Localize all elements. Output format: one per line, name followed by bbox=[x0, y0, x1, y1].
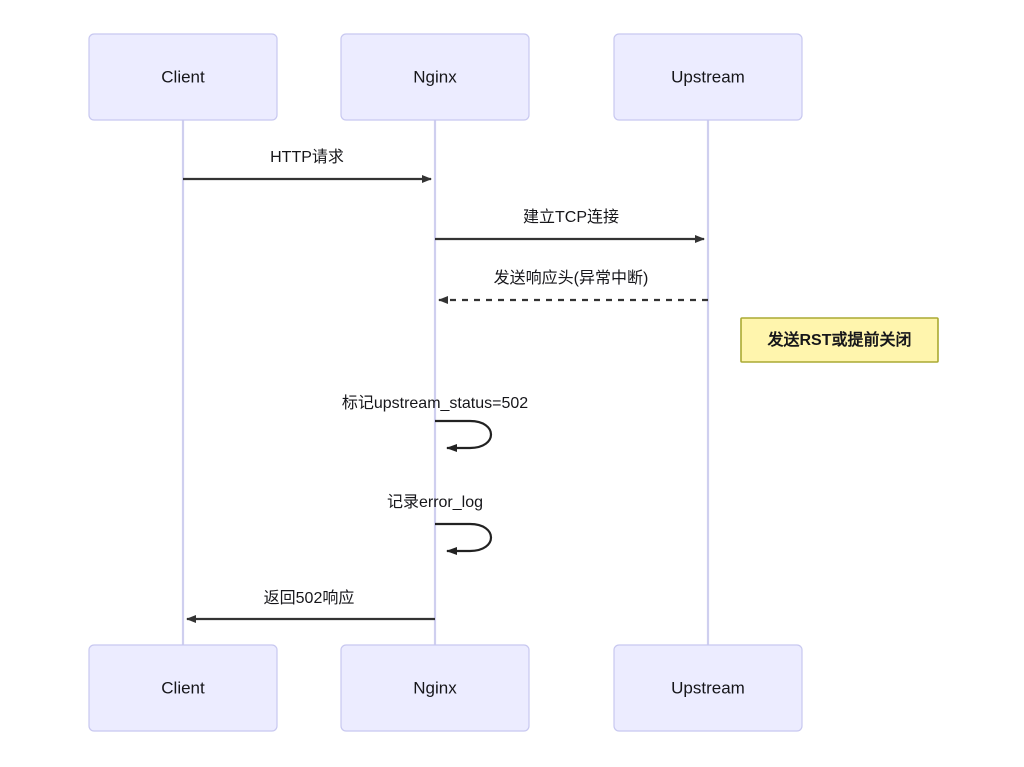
participant-label-nginx-bottom: Nginx bbox=[413, 678, 457, 697]
message-return-502[interactable]: 返回502响应 bbox=[186, 588, 435, 623]
participant-box-client-top[interactable] bbox=[88, 33, 278, 121]
participant-box-upstream-bottom[interactable] bbox=[613, 644, 803, 732]
participant-upstream-top[interactable]: Upstream bbox=[613, 33, 803, 121]
participant-box-client-bottom[interactable] bbox=[88, 644, 278, 732]
participant-label-nginx-top: Nginx bbox=[413, 67, 457, 86]
message-arrow-record-error-log bbox=[435, 522, 493, 555]
message-label-send-response-header: 发送响应头(异常中断) bbox=[494, 268, 649, 287]
lifelines bbox=[181, 120, 710, 645]
message-http-request[interactable]: HTTP请求 bbox=[183, 148, 432, 183]
participant-label-upstream-top: Upstream bbox=[671, 67, 745, 86]
note-label-send-rst: 发送RST或提前关闭 bbox=[766, 330, 911, 349]
participant-nginx-top[interactable]: Nginx bbox=[340, 33, 530, 121]
message-label-establish-tcp: 建立TCP连接 bbox=[523, 208, 619, 226]
message-send-response-header[interactable]: 发送响应头(异常中断) bbox=[438, 268, 708, 304]
message-mark-upstream-status[interactable]: 标记upstream_status=502 bbox=[342, 394, 528, 452]
participant-label-upstream-bottom: Upstream bbox=[671, 678, 745, 697]
participant-box-nginx-top[interactable] bbox=[340, 33, 530, 121]
participant-nginx-bottom[interactable]: Nginx bbox=[340, 644, 530, 732]
participant-box-nginx-bottom[interactable] bbox=[340, 644, 530, 732]
participant-label-client-bottom: Client bbox=[161, 678, 205, 697]
note-box-send-rst[interactable] bbox=[740, 317, 939, 363]
participant-client-top[interactable]: Client bbox=[88, 33, 278, 121]
message-label-return-502: 返回502响应 bbox=[264, 588, 355, 607]
message-label-record-error-log: 记录error_log bbox=[387, 493, 483, 511]
message-arrow-mark-upstream-status bbox=[435, 419, 493, 452]
participant-footer-row: Client Nginx Upstream bbox=[88, 644, 803, 732]
message-label-mark-upstream-status: 标记upstream_status=502 bbox=[342, 394, 528, 412]
message-establish-tcp[interactable]: 建立TCP连接 bbox=[435, 208, 705, 243]
message-label-http-request: HTTP请求 bbox=[270, 148, 344, 166]
participant-upstream-bottom[interactable]: Upstream bbox=[613, 644, 803, 732]
participant-box-upstream-top[interactable] bbox=[613, 33, 803, 121]
participant-client-bottom[interactable]: Client bbox=[88, 644, 278, 732]
note-send-rst[interactable]: 发送RST或提前关闭 bbox=[740, 317, 939, 363]
participant-header-row: Client Nginx Upstream bbox=[88, 33, 803, 121]
participant-label-client-top: Client bbox=[161, 67, 205, 86]
message-record-error-log[interactable]: 记录error_log bbox=[387, 493, 493, 555]
